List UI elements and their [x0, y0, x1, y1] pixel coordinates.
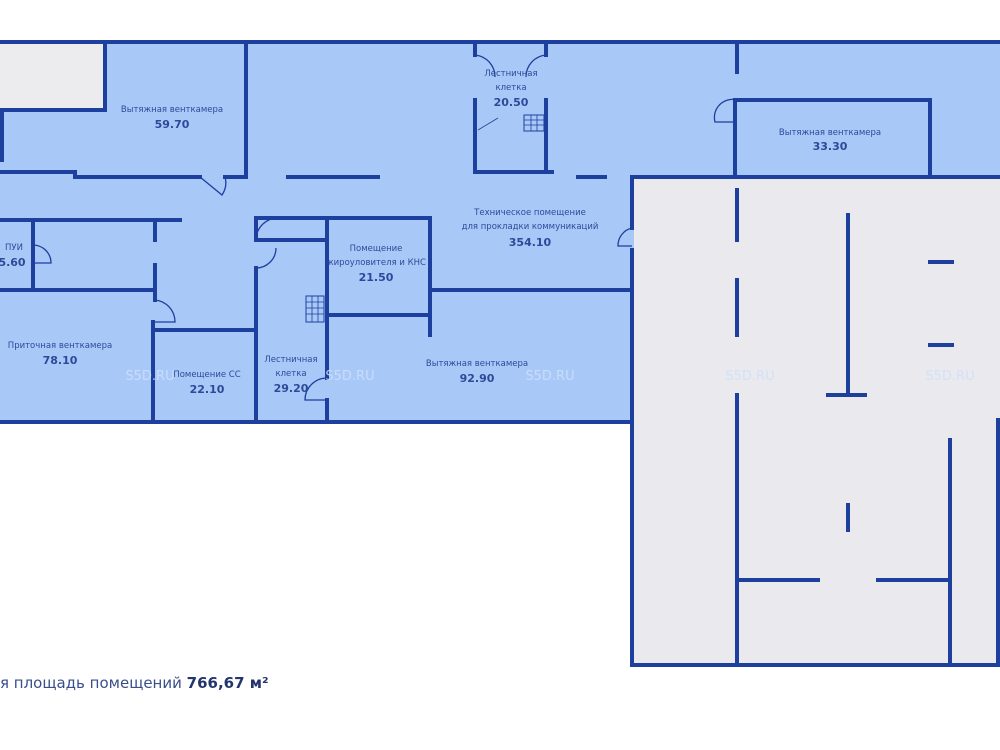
- svg-text:Вытяжная венткамера: Вытяжная венткамера: [426, 359, 528, 369]
- svg-text:22.10: 22.10: [190, 383, 225, 396]
- room-ss-22: Помещение СС 22.10: [173, 370, 240, 396]
- svg-text:S5D.RU: S5D.RU: [525, 369, 574, 384]
- svg-text:5.60: 5.60: [0, 256, 26, 269]
- svg-text:клетка: клетка: [275, 369, 306, 379]
- room-stair-20: Лестничная клетка 20.50: [484, 69, 537, 109]
- svg-text:жироуловителя и КНС: жироуловителя и КНС: [326, 258, 426, 268]
- room-supply-78: Приточная венткамера 78.10: [8, 341, 112, 367]
- total-area-label: я площадь помещений: [0, 674, 182, 692]
- svg-text:Вытяжная венткамера: Вытяжная венткамера: [779, 128, 881, 138]
- svg-text:Техническое помещение: Техническое помещение: [473, 208, 586, 218]
- room-exhaust-33: Вытяжная венткамера 33.30: [779, 128, 881, 153]
- walls: [0, 40, 1000, 667]
- svg-text:S5D.RU: S5D.RU: [125, 369, 174, 384]
- svg-text:92.90: 92.90: [460, 372, 495, 385]
- svg-text:Приточная венткамера: Приточная венткамера: [8, 341, 112, 351]
- svg-text:S5D.RU: S5D.RU: [925, 369, 974, 384]
- svg-text:Помещение СС: Помещение СС: [173, 370, 240, 380]
- svg-text:ПУИ: ПУИ: [5, 243, 23, 253]
- svg-text:Вытяжная венткамера: Вытяжная венткамера: [121, 105, 223, 115]
- room-pui: ПУИ 5.60: [0, 243, 26, 269]
- room-exhaust-92: Вытяжная венткамера 92.90: [426, 359, 528, 385]
- svg-text:59.70: 59.70: [155, 118, 190, 131]
- room-grease-21: Помещение жироуловителя и КНС 21.50: [326, 244, 426, 284]
- svg-text:Лестничная: Лестничная: [484, 69, 537, 79]
- room-exhaust-59: Вытяжная венткамера 59.70: [121, 105, 223, 131]
- svg-text:Лестничная: Лестничная: [264, 355, 317, 365]
- total-area-caption: я площадь помещений 766,67 м²: [0, 674, 269, 692]
- room-stair-29: Лестничная клетка 29.20: [264, 355, 317, 395]
- excluded-area-right: [634, 178, 1000, 665]
- blue-zone-top-right: [632, 42, 1000, 178]
- svg-text:21.50: 21.50: [359, 271, 394, 284]
- svg-text:354.10: 354.10: [509, 236, 552, 249]
- svg-text:для прокладки коммуникаций: для прокладки коммуникаций: [462, 222, 599, 232]
- svg-text:78.10: 78.10: [43, 354, 78, 367]
- svg-text:29.20: 29.20: [274, 382, 309, 395]
- svg-text:S5D.RU: S5D.RU: [325, 369, 374, 384]
- doors: [32, 54, 738, 401]
- room-tech-354: Техническое помещение для прокладки комм…: [462, 208, 599, 249]
- total-area-value: 766,67 м²: [186, 674, 269, 692]
- watermarks: S5D.RU S5D.RU S5D.RU S5D.RU S5D.RU: [125, 369, 974, 384]
- excluded-area-top-left: [0, 42, 105, 110]
- svg-text:клетка: клетка: [495, 83, 526, 93]
- svg-text:S5D.RU: S5D.RU: [725, 369, 774, 384]
- svg-text:Помещение: Помещение: [350, 244, 403, 254]
- stair-icon: [305, 114, 545, 323]
- svg-text:20.50: 20.50: [494, 96, 529, 109]
- svg-text:33.30: 33.30: [813, 140, 848, 153]
